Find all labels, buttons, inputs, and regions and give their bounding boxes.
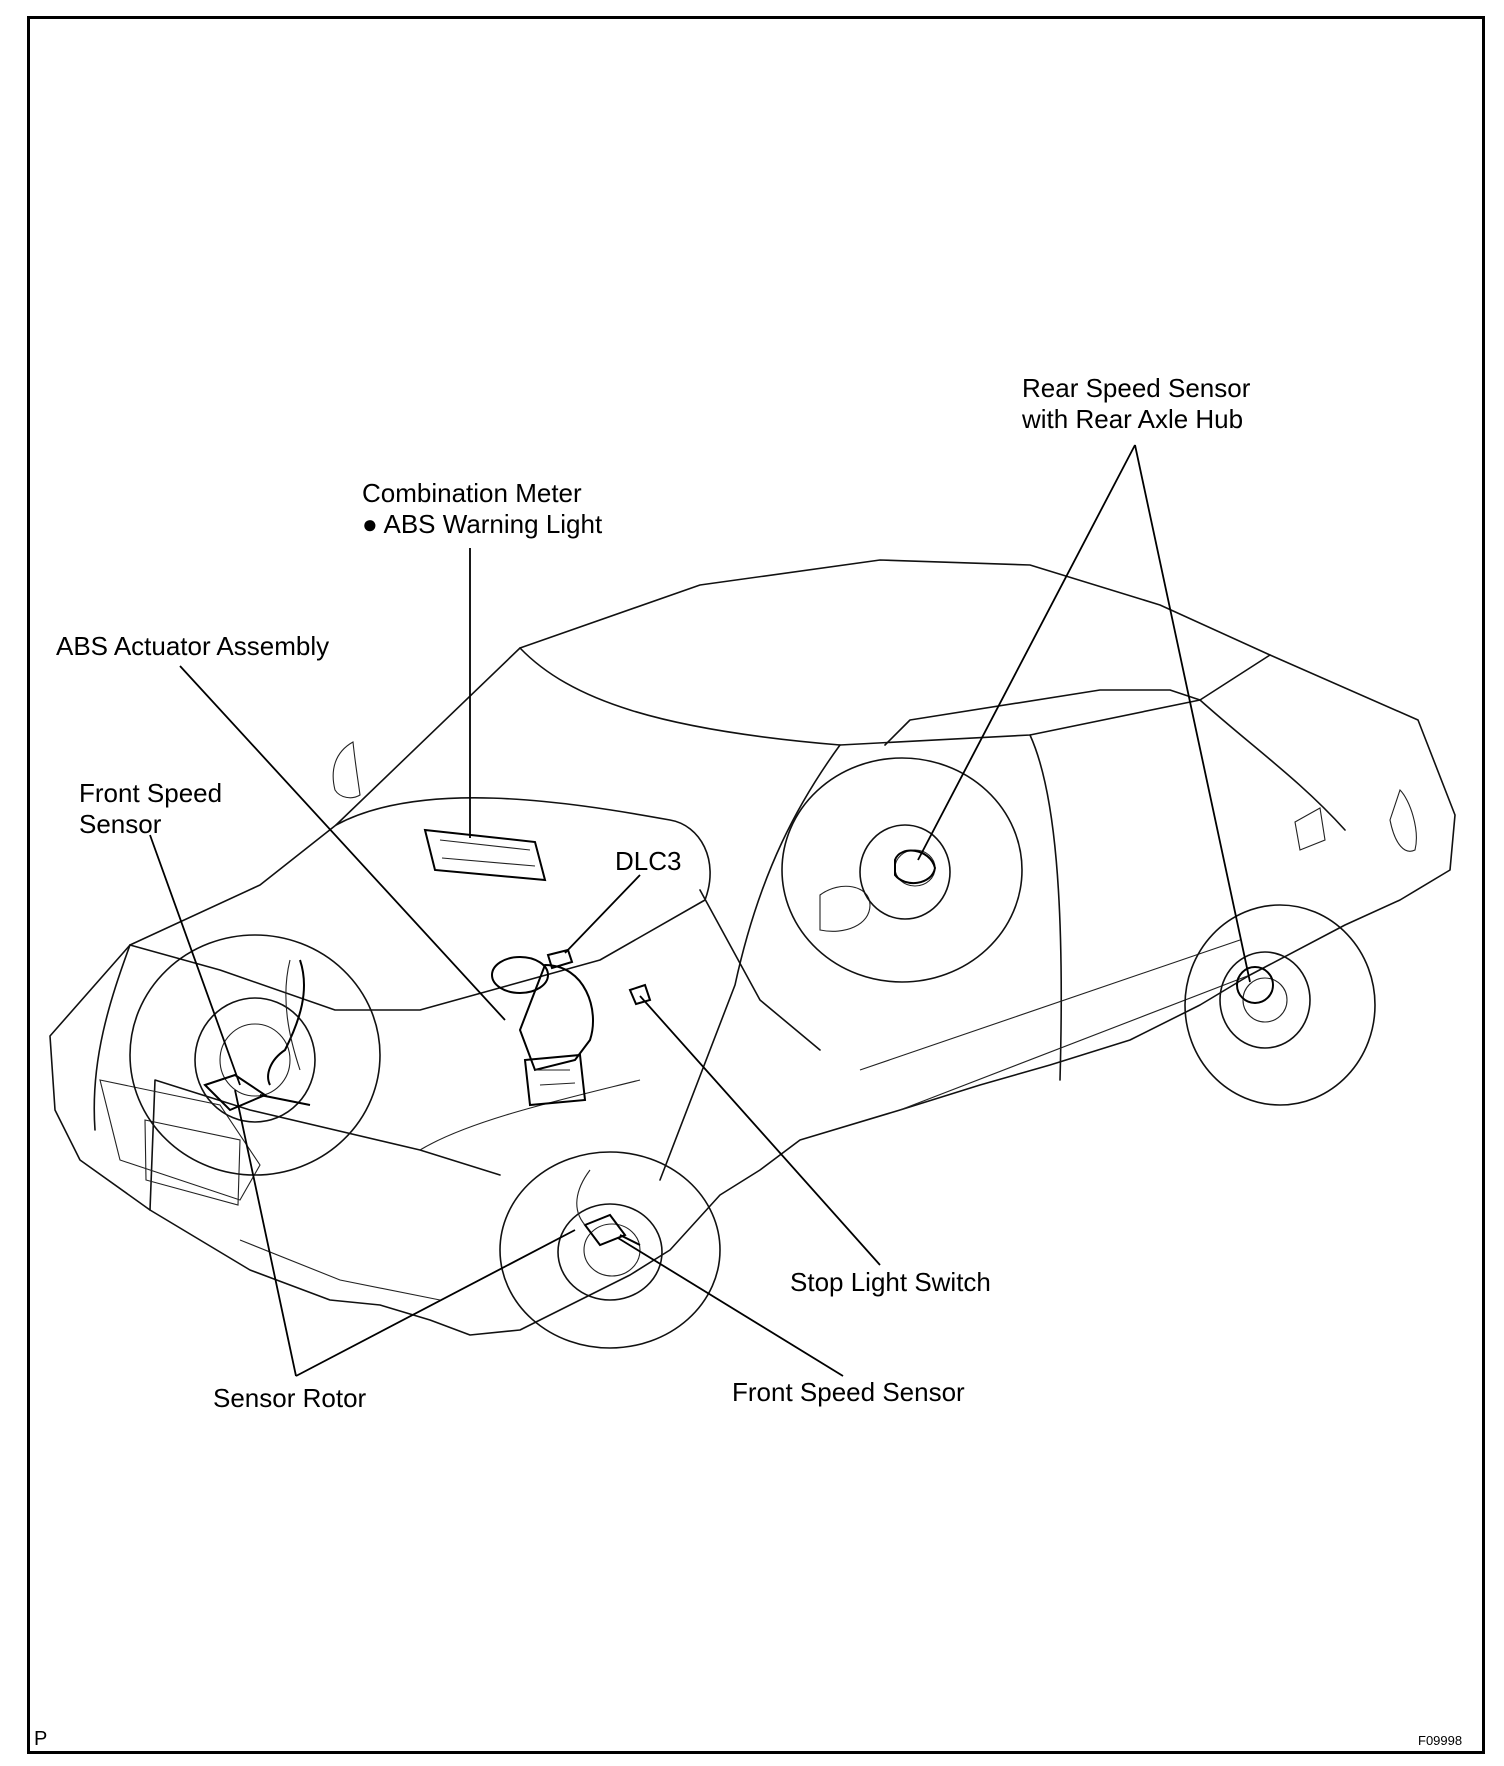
car-body-outline — [49, 559, 1456, 1336]
front-right-wheel — [499, 1151, 721, 1349]
leader-lines — [149, 444, 1251, 1377]
figure-code: F09998 — [1418, 1733, 1463, 1748]
label-front-speed-sensor-left-line2: Sensor — [79, 809, 162, 839]
leader-sensor-rotor-left — [234, 1089, 297, 1377]
rear-left-sensor-part — [894, 849, 937, 884]
rear-right-wheel — [1184, 904, 1376, 1106]
label-front-speed-sensor-left-line1: Front Speed — [79, 778, 223, 808]
diagram-frame — [27, 16, 1485, 1754]
combination-meter-part — [423, 828, 547, 882]
front-right-sensor-part — [576, 1169, 641, 1247]
label-front-speed-sensor-bottom: Front Speed Sensor — [732, 1377, 965, 1407]
label-combination-meter-title: Combination Meter — [362, 478, 582, 508]
corner-mark-p: P — [34, 1728, 48, 1750]
stop-light-switch-part — [628, 983, 652, 1006]
front-left-sensor-part — [203, 959, 311, 1112]
leader-sensor-rotor-right — [295, 1229, 576, 1377]
leader-front-speed-sensor-left — [149, 834, 241, 1086]
label-sensor-rotor: Sensor Rotor — [213, 1383, 367, 1413]
label-dlc3: DLC3 — [615, 846, 682, 876]
leader-dlc3 — [564, 874, 641, 954]
leader-rear-speed-sensor-2 — [1134, 444, 1251, 983]
label-rear-speed-sensor: Rear Speed Sensor — [1022, 373, 1251, 403]
dlc3-part — [546, 948, 574, 970]
leader-abs-actuator — [179, 665, 506, 1021]
rear-right-axle-hub-part — [1236, 966, 1274, 1004]
leader-stop-light-switch — [639, 995, 881, 1266]
abs-actuator-part — [491, 956, 594, 1107]
label-abs-warning-light: ● ABS Warning Light — [362, 509, 603, 539]
label-abs-actuator-assembly: ABS Actuator Assembly — [56, 631, 330, 661]
front-left-wheel — [129, 934, 381, 1176]
label-stop-light-switch: Stop Light Switch — [790, 1267, 991, 1297]
rear-left-wheel — [781, 757, 1023, 983]
label-rear-axle-hub: with Rear Axle Hub — [1022, 404, 1244, 434]
leader-front-speed-sensor-bottom — [617, 1237, 844, 1377]
leader-rear-speed-sensor-1 — [917, 444, 1136, 861]
